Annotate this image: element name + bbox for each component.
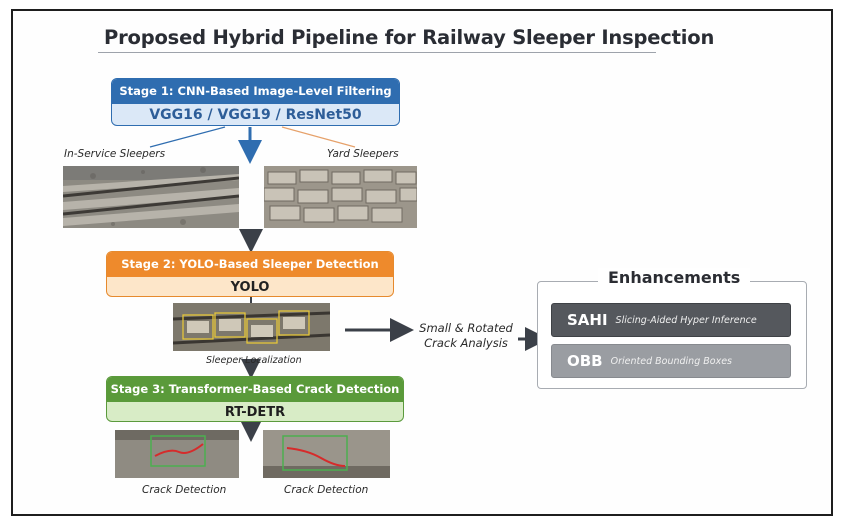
crack-detection-label-right: Crack Detection: [284, 484, 369, 496]
yard-sleepers-image: [264, 166, 417, 228]
enhancement-obb: OBB Oriented Bounding Boxes: [551, 344, 791, 378]
enhancements-title: Enhancements: [598, 268, 751, 287]
stage2-model: YOLO: [230, 280, 270, 295]
sleeper-localization-image: [173, 303, 330, 351]
enhancement-sahi: SAHI Slicing-Aided Hyper Inference: [551, 303, 791, 337]
stage3-heading: Stage 3: Transformer-Based Crack Detecti…: [107, 377, 403, 402]
split-line-right: [281, 126, 356, 148]
sahi-desc: Slicing-Aided Hyper Inference: [615, 314, 757, 326]
crack-detection-image-right: [263, 430, 390, 478]
stage3-box: Stage 3: Transformer-Based Crack Detecti…: [106, 376, 404, 422]
obb-abbr: OBB: [567, 352, 603, 370]
crack-detection-label-left: Crack Detection: [142, 484, 227, 496]
crack-detection-image-left: [115, 430, 239, 478]
stage3-model: RT-DETR: [224, 405, 286, 420]
crack-analysis-label: Small & Rotated Crack Analysis: [416, 321, 516, 351]
yard-label: Yard Sleepers: [327, 148, 399, 160]
stage2-box: Stage 2: YOLO-Based Sleeper Detection YO…: [106, 251, 394, 297]
stage1-box: Stage 1: CNN-Based Image-Level Filtering…: [111, 78, 400, 126]
stage1-models: VGG16 / VGG19 / ResNet50: [149, 107, 362, 123]
analysis-line2: Crack Analysis: [424, 336, 508, 350]
diagram-title: Proposed Hybrid Pipeline for Railway Sle…: [104, 26, 715, 49]
in-service-label: In-Service Sleepers: [64, 148, 166, 160]
split-line-left: [149, 126, 226, 148]
stage2-heading: Stage 2: YOLO-Based Sleeper Detection: [107, 252, 393, 277]
obb-desc: Oriented Bounding Boxes: [610, 355, 732, 367]
in-service-sleepers-image: [63, 166, 239, 228]
title-underline: [98, 52, 656, 53]
sahi-abbr: SAHI: [567, 311, 608, 329]
sleeper-localization-label: Sleeper Localization: [206, 355, 302, 366]
stage1-heading: Stage 1: CNN-Based Image-Level Filtering: [112, 79, 399, 104]
analysis-line1: Small & Rotated: [419, 321, 513, 335]
